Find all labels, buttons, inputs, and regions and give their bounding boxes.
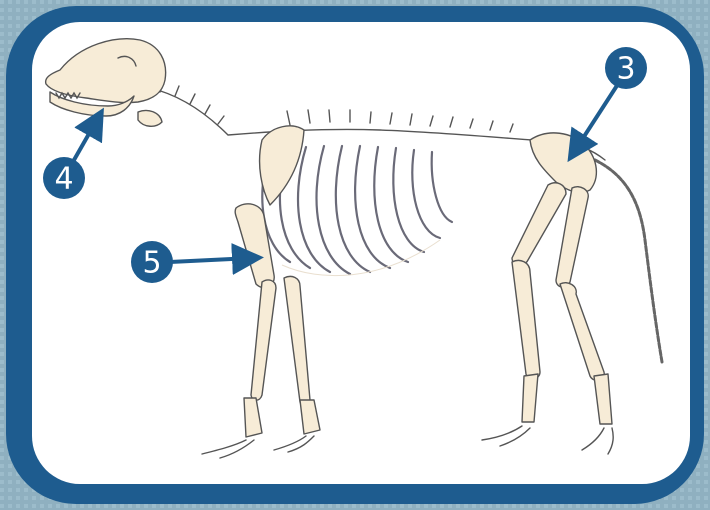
callout-3-number: 3	[616, 52, 635, 87]
callout-4-number: 4	[54, 162, 73, 197]
callout-5-number: 5	[142, 246, 161, 281]
